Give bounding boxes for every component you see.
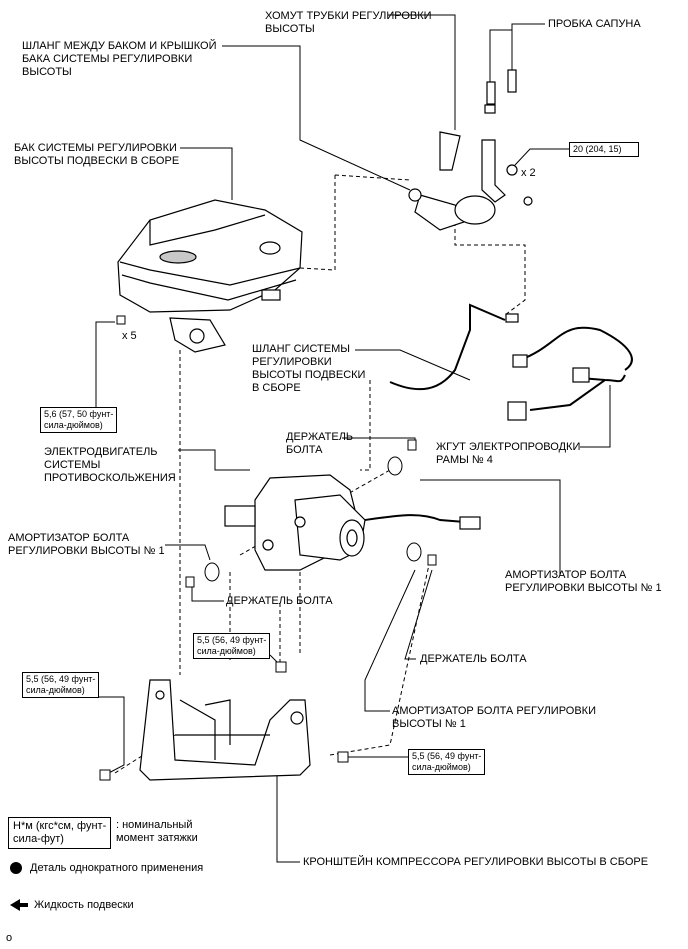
leader-cushion-right xyxy=(420,479,561,575)
leader-holder-left xyxy=(191,585,224,602)
legend-torque-units: Н*м (кгс*см, фунт- сила-фут) xyxy=(8,817,112,849)
hose-fittings xyxy=(408,69,533,231)
leader-t56 xyxy=(95,321,115,410)
leader-tank xyxy=(180,147,233,200)
label-bolt-holder-top: ДЕРЖАТЕЛЬ БОЛТА xyxy=(286,431,354,456)
label-cushion-bottom: АМОРТИЗАТОР БОЛТА РЕГУЛИРОВКИ ВЫСОТЫ № 1 xyxy=(392,705,596,730)
label-wire-harness: ЖГУТ ЭЛЕКТРОПРОВОДКИ РАМЫ № 4 xyxy=(436,441,581,466)
label-bolt-holder-left: ДЕРЖАТЕЛЬ БОЛТА xyxy=(226,595,333,607)
dash-tank-hose xyxy=(334,174,411,181)
leader-hose-clamp xyxy=(388,14,456,130)
leader-bracket xyxy=(276,770,300,863)
bracket-bolt-right xyxy=(337,751,349,763)
legend-torque-desc: : номинальный момент затяжки xyxy=(116,819,198,844)
harness-connector-2 xyxy=(572,367,590,383)
legend-fluid: Жидкость подвески xyxy=(34,899,134,911)
label-cushion-left: АМОРТИЗАТОР БОЛТА РЕГУЛИРОВКИ ВЫСОТЫ № 1 xyxy=(8,532,165,557)
label-bracket-assy: КРОНШТЕЙН КОМПРЕССОРА РЕГУЛИРОВКИ ВЫСОТЫ… xyxy=(303,856,649,868)
leader-breather-2 xyxy=(489,29,512,85)
leader-cushion-bottom xyxy=(364,569,416,712)
label-hose-clamp: ХОМУТ ТРУБКИ РЕГУЛИРОВКИ ВЫСОТЫ xyxy=(265,10,432,35)
leader-cushion-left xyxy=(165,544,211,561)
torque-55-top: 5,5 (56, 49 фунт- сила-дюймов) xyxy=(193,633,271,659)
leader-harness xyxy=(580,385,611,448)
label-breather-plug: ПРОБКА САПУНА xyxy=(548,18,641,30)
non-reusable-icon xyxy=(10,862,22,874)
bolt-holder-top xyxy=(407,439,417,451)
torque-20: 20 (204, 15) xyxy=(569,142,639,157)
leader-t55-left xyxy=(90,696,125,776)
tank-bolt xyxy=(116,315,126,325)
footer-code: o xyxy=(6,932,13,944)
bolt-holder-mid xyxy=(427,554,437,566)
cushion-top xyxy=(387,456,403,476)
leader-hose-tank xyxy=(222,45,411,191)
hose-and-harness xyxy=(389,303,633,411)
label-motor: ЭЛЕКТРОДВИГАТЕЛЬ СИСТЕМЫ ПРОТИВОСКОЛЬЖЕН… xyxy=(44,446,176,484)
cushion-left xyxy=(204,562,220,582)
hose-clip xyxy=(505,313,519,323)
label-x2: x 2 xyxy=(521,167,536,179)
fluid-arrow-icon xyxy=(10,899,28,911)
torque-55-right: 5,5 (56, 49 фунт- сила-дюймов) xyxy=(408,749,486,775)
dash-a xyxy=(299,175,336,271)
bolts-and-cushions xyxy=(99,315,437,781)
legend-non-reusable: Деталь однократного применения xyxy=(30,862,204,874)
leader-hose-assy xyxy=(355,349,471,381)
label-hose-assy: ШЛАНГ СИСТЕМЫ РЕГУЛИРОВКИ ВЫСОТЫ ПОДВЕСК… xyxy=(252,343,366,394)
bracket-bolt-left xyxy=(99,769,111,781)
torque-55-left: 5,5 (56, 49 фунт- сила-дюймов) xyxy=(22,672,100,698)
leader-motor xyxy=(178,449,250,471)
leader-holder-mid xyxy=(404,569,433,660)
harness-connector-3 xyxy=(507,401,527,421)
leader-breather xyxy=(511,23,545,70)
label-cushion-right: АМОРТИЗАТОР БОЛТА РЕГУЛИРОВКИ ВЫСОТЫ № 1 xyxy=(505,569,662,594)
leader-t20 xyxy=(514,148,570,166)
bracket-bolt-top xyxy=(275,661,287,673)
label-x5: x 5 xyxy=(122,330,137,342)
bolt-holder-left xyxy=(185,576,195,588)
torque-56-tank: 5,6 (57, 50 фунт- сила-дюймов) xyxy=(40,407,118,433)
label-tank-assy: БАК СИСТЕМЫ РЕГУЛИРОВКИ ВЫСОТЫ ПОДВЕСКИ … xyxy=(14,142,180,167)
label-hose-tank-cap: ШЛАНГ МЕЖДУ БАКОМ И КРЫШКОЙ БАКА СИСТЕМЫ… xyxy=(22,40,217,78)
label-bolt-holder-mid: ДЕРЖАТЕЛЬ БОЛТА xyxy=(420,653,527,665)
harness-connector-1 xyxy=(512,354,528,368)
dash-b xyxy=(454,215,526,316)
compressor-bracket xyxy=(139,679,311,781)
dash-d xyxy=(360,380,371,471)
suspension-tank xyxy=(117,199,303,353)
cushion-mid xyxy=(406,542,422,562)
antislip-motor xyxy=(224,474,481,571)
